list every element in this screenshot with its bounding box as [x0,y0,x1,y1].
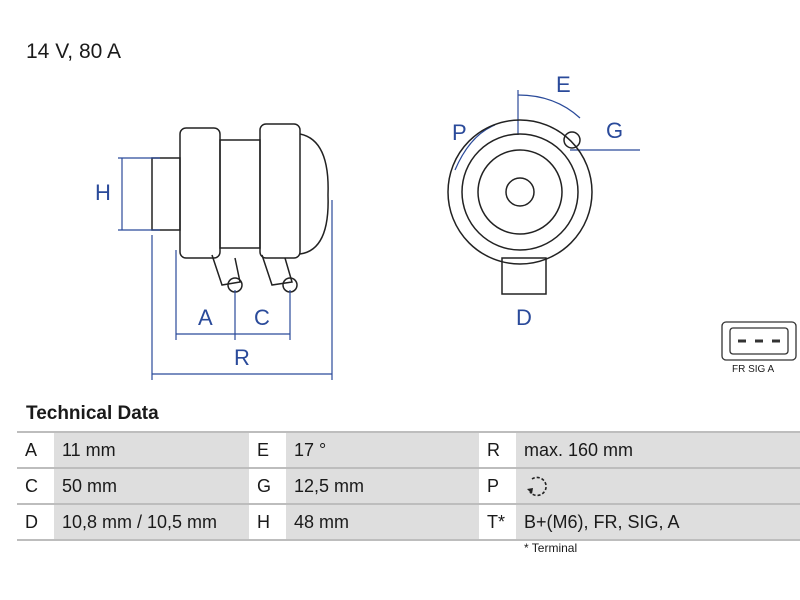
dim-label-d: D [516,305,532,330]
footnote: * Terminal [524,541,578,555]
key-d: D [17,503,54,541]
dim-label-p: P [452,120,467,145]
alternator-front-view [447,119,593,295]
dim-label-e: E [556,72,571,97]
key-c: C [17,467,54,505]
key-t: T* [479,503,516,541]
key-r: R [479,431,516,469]
dimension-lines [118,90,640,380]
rotation-direction-icon [527,476,547,497]
connector-label: FR SIG A [732,364,775,375]
technical-data-table: A 11 mm E 17 ° R max. 160 mm C 50 mm G 1… [17,431,800,541]
technical-data-title: Technical Data [26,403,159,424]
table-row: D 10,8 mm / 10,5 mm H 48 mm T* B+(M6), F… [17,503,800,541]
value-e: 17 ° [286,431,479,469]
connector-icon [721,321,797,361]
table-row: C 50 mm G 12,5 mm P [17,467,800,505]
alternator-side-view [151,123,329,293]
key-h: H [249,503,286,541]
table-row: A 11 mm E 17 ° R max. 160 mm [17,431,800,469]
dim-label-a: A [198,305,213,330]
dim-label-r: R [234,345,250,370]
value-d: 10,8 mm / 10,5 mm [54,503,249,541]
dim-label-h: H [95,180,111,205]
value-c: 50 mm [54,467,249,505]
value-r: max. 160 mm [516,431,800,469]
value-h: 48 mm [286,503,479,541]
dim-label-c: C [254,305,270,330]
key-g: G [249,467,286,505]
value-p [516,467,800,505]
key-p: P [479,467,516,505]
key-a: A [17,431,54,469]
key-e: E [249,431,286,469]
product-title: 14 V, 80 A [26,40,121,63]
alternator-drawing: H A C R E G P D [95,72,797,380]
dim-label-g: G [606,118,623,143]
value-g: 12,5 mm [286,467,479,505]
value-a: 11 mm [54,431,249,469]
value-t: B+(M6), FR, SIG, A [516,503,800,541]
